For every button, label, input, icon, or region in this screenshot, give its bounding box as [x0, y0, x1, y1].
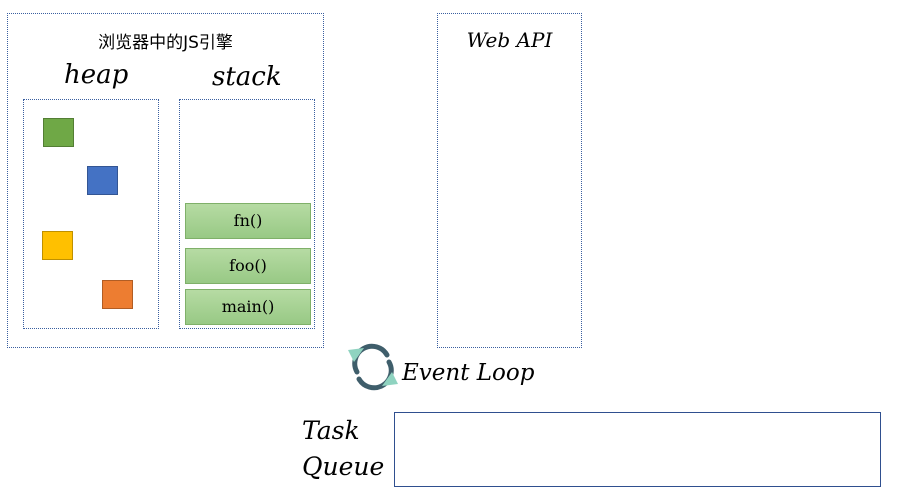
event-loop-label: Event Loop — [402, 360, 535, 386]
task-queue-label-line1: Task — [302, 416, 360, 445]
stack-frame-main: main() — [185, 289, 311, 325]
heap-box — [23, 99, 159, 329]
stack-box — [179, 99, 315, 329]
js-engine-container: 浏览器中的JS引擎 — [7, 13, 324, 348]
task-queue-label: Task Queue — [302, 413, 384, 485]
web-api-container: Web API — [437, 13, 582, 348]
heap-object-blue — [87, 166, 118, 195]
task-queue-box — [394, 412, 881, 487]
stack-title: stack — [212, 62, 282, 92]
engine-title: 浏览器中的JS引擎 — [98, 33, 233, 53]
task-queue-label-line2: Queue — [302, 452, 385, 481]
web-api-title: Web API — [466, 28, 553, 52]
stack-frame-foo: foo() — [185, 248, 311, 284]
heap-object-green — [43, 118, 74, 147]
stack-frame-fn: fn() — [185, 203, 311, 239]
heap-object-orange — [102, 280, 133, 309]
heap-title: heap — [64, 60, 129, 90]
heap-object-yellow — [42, 231, 73, 260]
cycle-arrows-icon — [348, 343, 398, 391]
